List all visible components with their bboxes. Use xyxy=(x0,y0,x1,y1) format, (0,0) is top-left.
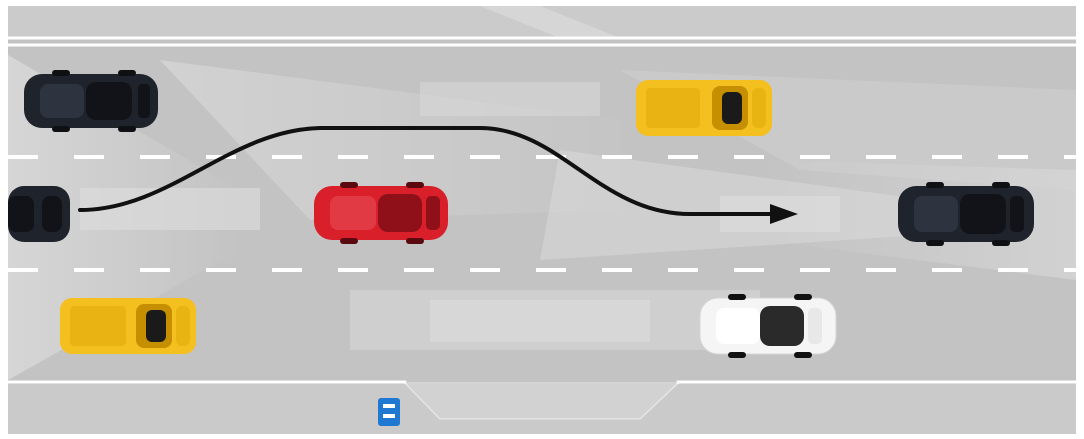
bus-stop-icon xyxy=(378,398,400,426)
black-car-middle-right xyxy=(898,182,1034,246)
yellow-pickup-top-right xyxy=(636,80,772,136)
white-car-bottom-right xyxy=(700,294,836,358)
black-car-top-left xyxy=(24,70,158,132)
bottom-shoulder xyxy=(8,384,1076,434)
red-car-middle xyxy=(314,182,448,244)
trail-upper-lane xyxy=(420,82,600,116)
black-car-middle-left xyxy=(8,186,70,242)
trail-lower-lane xyxy=(430,300,650,342)
yellow-pickup-bottom-left xyxy=(60,298,196,354)
